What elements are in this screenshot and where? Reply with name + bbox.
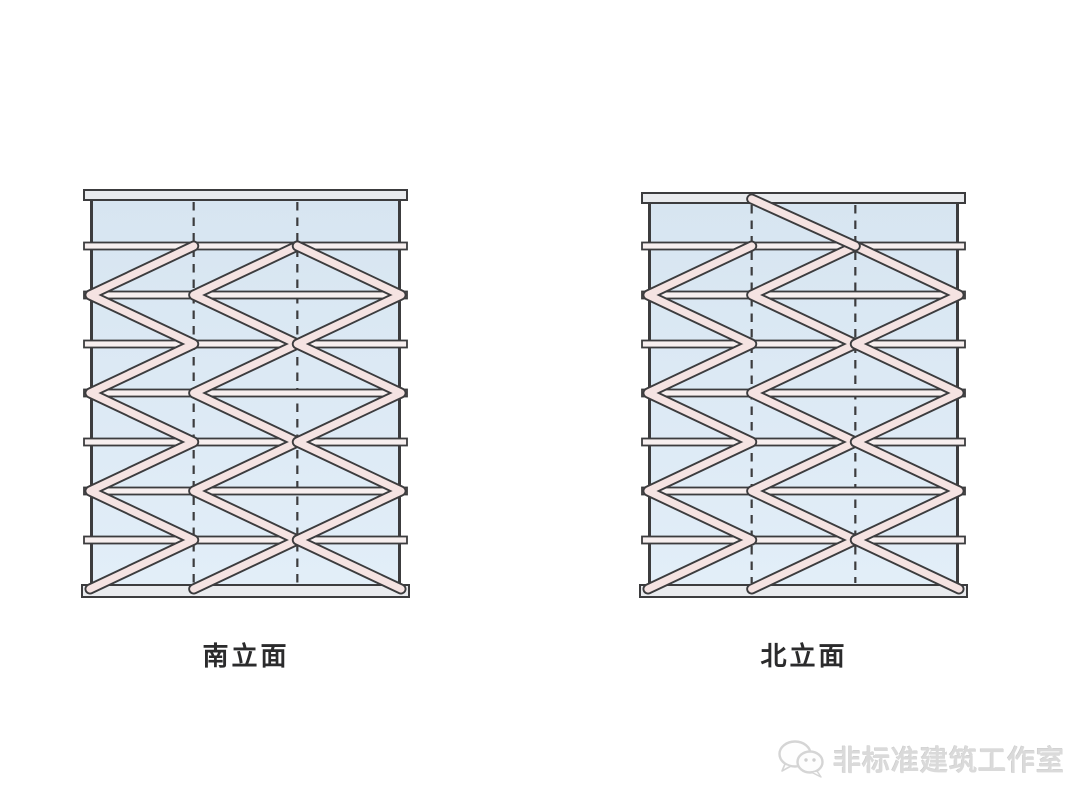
south-elevation-drawing [81, 189, 410, 598]
north-elevation-label: 北立面 [760, 641, 848, 671]
watermark-text: 非标准建筑工作室 [833, 745, 1066, 776]
chat-bubbles-icon [778, 740, 824, 778]
south-elevation-label: 南立面 [202, 641, 290, 671]
north-elevation-drawing [639, 192, 968, 598]
studio-watermark: 非标准建筑工作室 [776, 738, 1065, 780]
